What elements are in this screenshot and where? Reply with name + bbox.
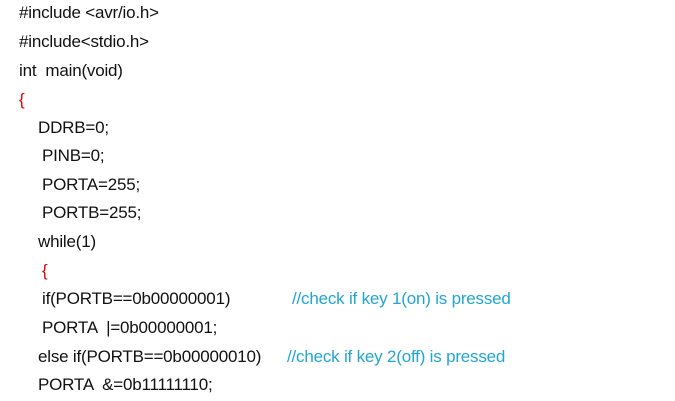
code-line-porta-off: PORTA &=0b11111110; xyxy=(38,375,213,394)
code-line-include-avr: #include <avr/io.h> xyxy=(19,3,159,22)
code-line-main: int main(void) xyxy=(19,61,123,80)
code-line-ddrb: DDRB=0; xyxy=(38,118,109,137)
code-line-porta-init: PORTA=255; xyxy=(42,175,141,194)
code-line-else-if-key2: else if(PORTB==0b00000010) xyxy=(38,347,262,366)
code-line-if-key1: if(PORTB==0b00000001) xyxy=(42,289,231,308)
code-line-include-stdio: #include<stdio.h> xyxy=(19,32,149,51)
code-line-while: while(1) xyxy=(38,232,96,251)
code-line-pinb: PINB=0; xyxy=(42,146,105,165)
code-line-open-brace-main: { xyxy=(19,90,25,109)
code-comment-key1: //check if key 1(on) is pressed xyxy=(292,289,511,308)
code-line-porta-on: PORTA |=0b00000001; xyxy=(42,318,218,337)
code-comment-key2: //check if key 2(off) is pressed xyxy=(287,347,506,366)
code-line-portb-init: PORTB=255; xyxy=(42,203,142,222)
code-line-open-brace-while: { xyxy=(42,261,48,280)
